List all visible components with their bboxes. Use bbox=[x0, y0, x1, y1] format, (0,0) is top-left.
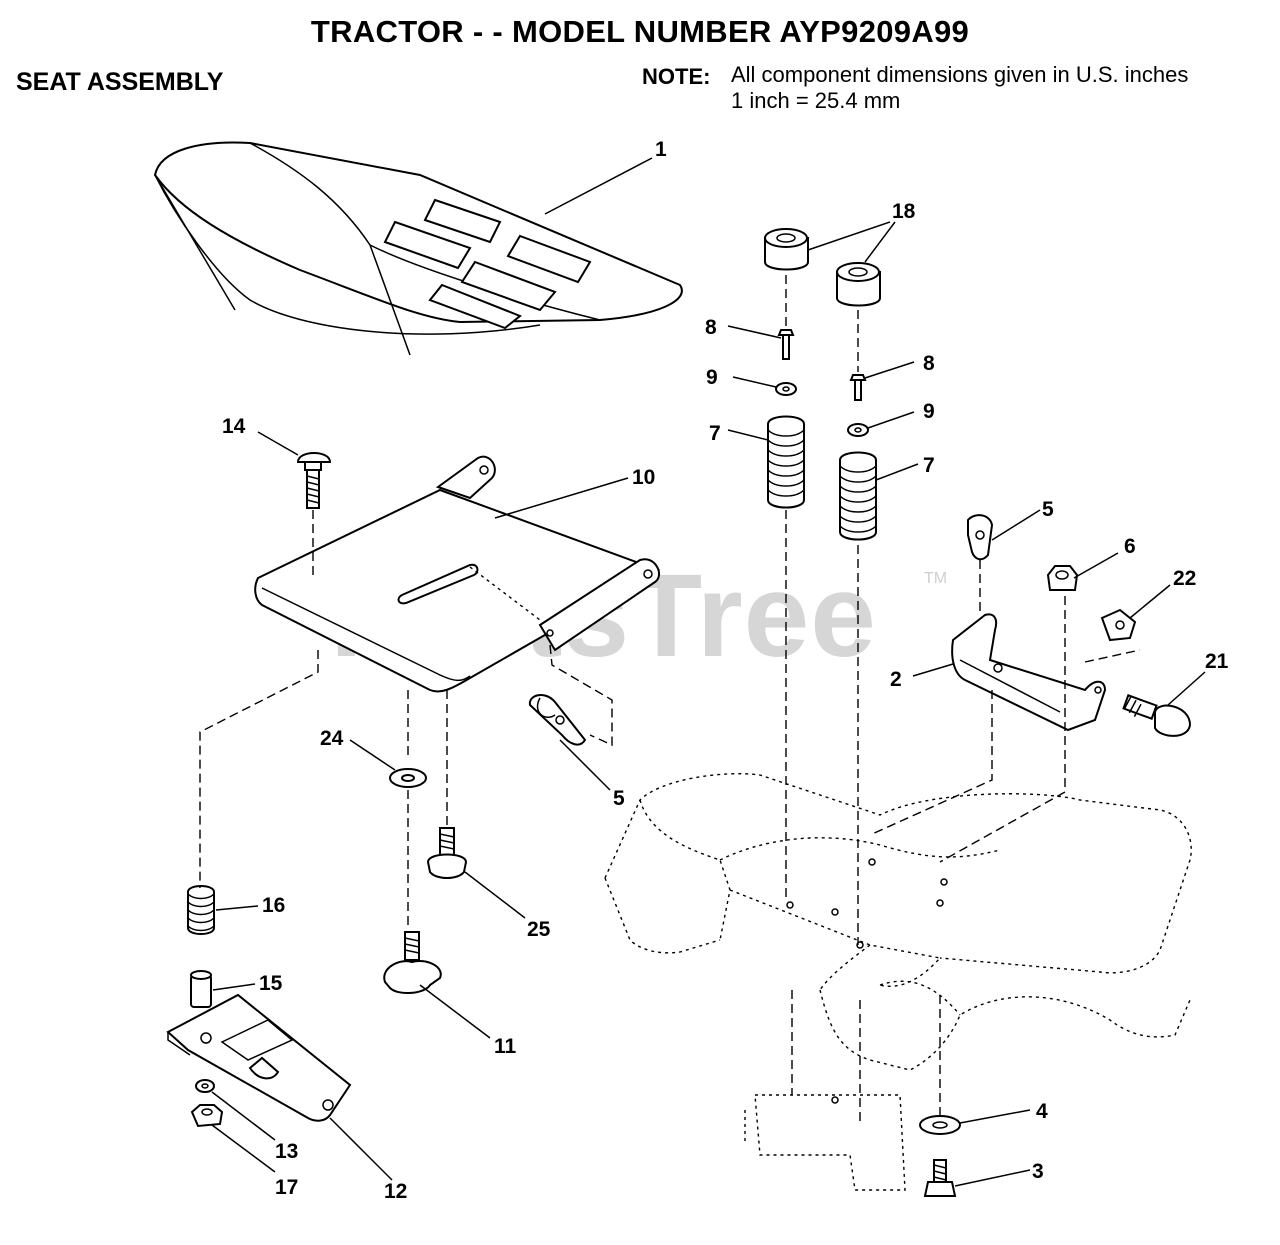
callout-5-left: 5 bbox=[613, 787, 625, 810]
callout-8-right: 8 bbox=[923, 352, 935, 375]
watermark-trademark: TM bbox=[924, 570, 948, 587]
diagram-title: TRACTOR - - MODEL NUMBER AYP9209A99 bbox=[310, 14, 970, 49]
shoulder-bolt-part-right[interactable] bbox=[1122, 694, 1192, 737]
hex-nut-part[interactable] bbox=[190, 1104, 224, 1128]
callout-1: 1 bbox=[655, 138, 667, 161]
compression-spring-part[interactable] bbox=[187, 885, 215, 935]
callout-13: 13 bbox=[275, 1140, 298, 1163]
hex-bolt-part[interactable] bbox=[923, 1159, 957, 1197]
callout-16: 16 bbox=[262, 894, 285, 917]
callout-9-right: 9 bbox=[923, 400, 935, 423]
callout-25: 25 bbox=[527, 918, 551, 941]
lock-washer-part[interactable] bbox=[195, 1079, 215, 1093]
callout-8-left: 8 bbox=[705, 316, 717, 339]
callout-14: 14 bbox=[222, 415, 246, 438]
spring-clip-part-right[interactable] bbox=[967, 514, 994, 561]
rubber-bumper-part-left[interactable] bbox=[764, 228, 809, 271]
callout-5-right: 5 bbox=[1042, 498, 1054, 521]
callout-2: 2 bbox=[890, 668, 902, 691]
spring-washer-part-left[interactable] bbox=[775, 382, 797, 396]
note-text-line2: 1 inch = 25.4 mm bbox=[731, 88, 901, 113]
shoulder-bolt-part[interactable] bbox=[426, 827, 468, 879]
callout-12: 12 bbox=[384, 1180, 407, 1203]
pin-part-right[interactable] bbox=[849, 374, 867, 401]
spring-clip-part-left[interactable] bbox=[528, 694, 587, 746]
carriage-bolt-part[interactable] bbox=[296, 452, 332, 509]
callout-18: 18 bbox=[892, 200, 916, 223]
adjustment-plate-part[interactable] bbox=[166, 993, 352, 1122]
callout-21: 21 bbox=[1205, 650, 1229, 673]
adjustment-knob-part[interactable] bbox=[383, 931, 442, 994]
callout-7-left: 7 bbox=[709, 422, 721, 445]
callout-15: 15 bbox=[259, 972, 283, 995]
callout-7-right: 7 bbox=[923, 454, 935, 477]
callout-17: 17 bbox=[275, 1176, 298, 1199]
callout-24: 24 bbox=[320, 727, 344, 750]
seat-pan-part[interactable] bbox=[254, 455, 661, 693]
frame-washer-part[interactable] bbox=[919, 1115, 961, 1135]
note-text-line1: All component dimensions given in U.S. i… bbox=[731, 62, 1189, 87]
callout-9-left: 9 bbox=[706, 366, 718, 389]
rubber-bumper-part-right[interactable] bbox=[836, 262, 881, 307]
spring-washer-part-right[interactable] bbox=[847, 423, 869, 437]
spacer-part[interactable] bbox=[190, 970, 212, 1008]
flat-washer-part[interactable] bbox=[389, 768, 427, 788]
callout-10: 10 bbox=[632, 466, 655, 489]
callout-11: 11 bbox=[494, 1035, 517, 1058]
pivot-bracket-part[interactable] bbox=[951, 613, 1107, 732]
tractor-frame-outline bbox=[604, 773, 1192, 1191]
pin-part-left[interactable] bbox=[777, 329, 795, 360]
seat-part[interactable] bbox=[153, 141, 683, 356]
seat-spring-part-right[interactable] bbox=[839, 451, 877, 541]
note-label: NOTE: bbox=[642, 64, 711, 89]
flange-nut-part[interactable] bbox=[1100, 608, 1137, 642]
section-title: SEAT ASSEMBLY bbox=[16, 68, 224, 96]
seat-spring-part-left[interactable] bbox=[767, 415, 805, 509]
locknut-part[interactable] bbox=[1046, 565, 1079, 591]
callout-3: 3 bbox=[1032, 1160, 1044, 1183]
callout-6: 6 bbox=[1124, 535, 1136, 558]
callout-4: 4 bbox=[1036, 1100, 1048, 1123]
callout-22: 22 bbox=[1173, 567, 1196, 590]
